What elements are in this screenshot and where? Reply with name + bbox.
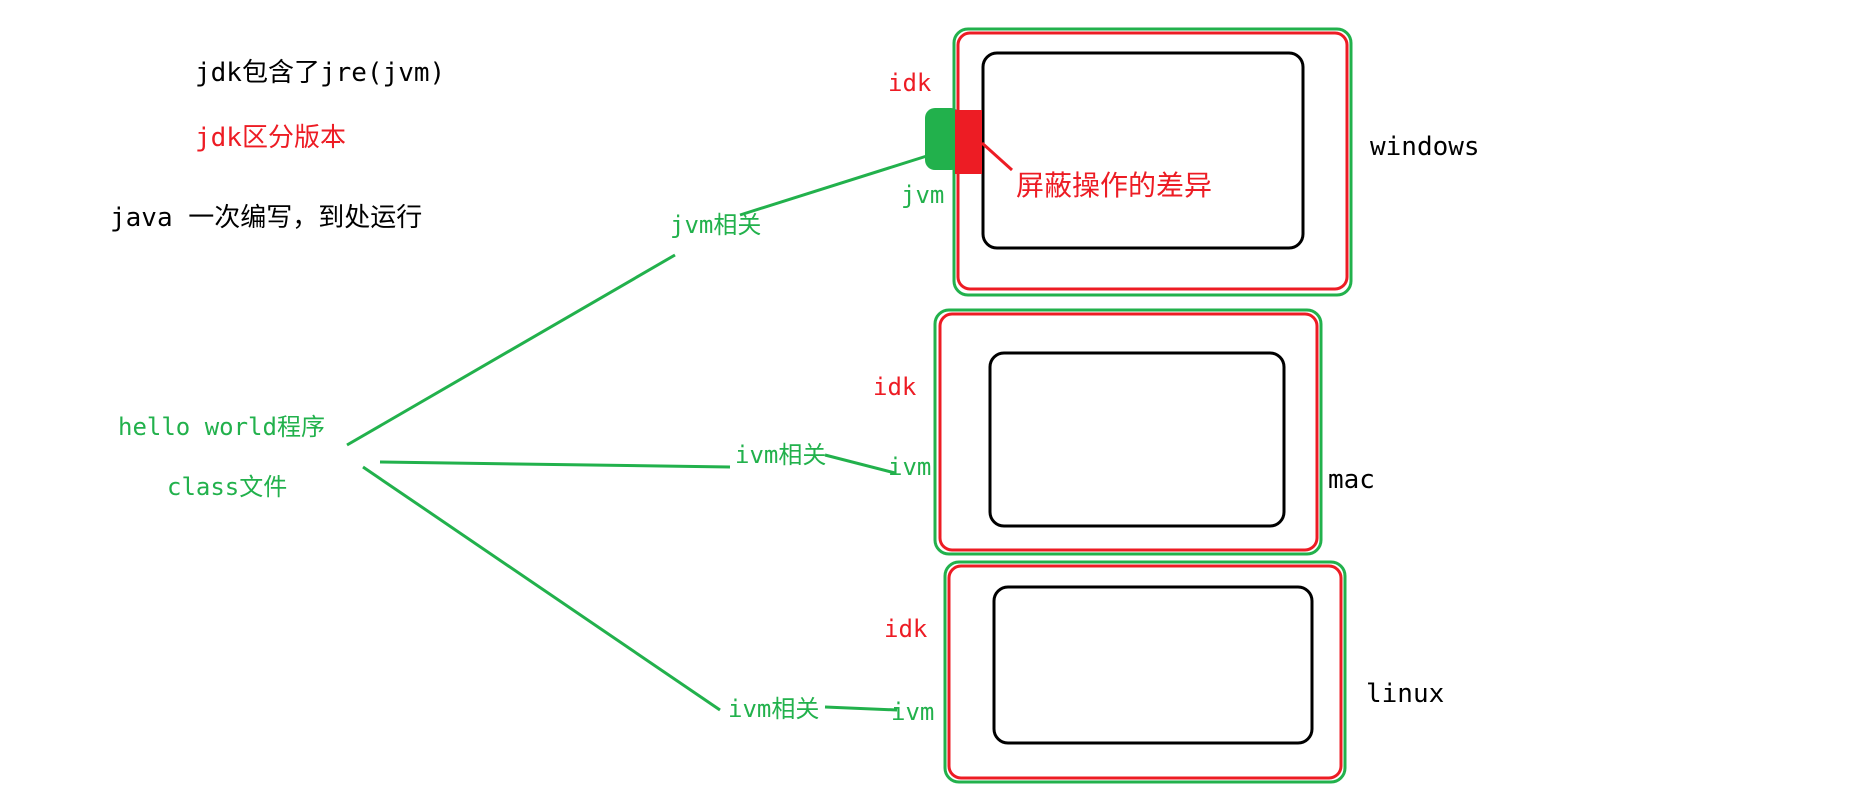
source-class-file-label: class文件 — [167, 473, 288, 501]
linux-jdk-outer-frame — [943, 560, 1347, 784]
os-label-windows: windows — [1370, 132, 1480, 162]
windows-relay-label: jvm相关 — [670, 211, 762, 239]
linux-jvm-label: ivm — [891, 698, 935, 726]
connector-source-to-windows-relay — [346, 253, 676, 447]
mac-jvm-label: ivm — [888, 453, 932, 481]
mac-jdk-label: idk — [873, 373, 917, 401]
source-program-label: hello world程序 — [118, 413, 325, 441]
windows-jvm-green-block — [925, 108, 961, 170]
connector-linux-relay-to-jvm — [824, 705, 898, 712]
windows-jvm-label: jvm — [901, 181, 945, 209]
note-write-once-run-anywhere: java 一次编写，到处运行 — [110, 203, 423, 233]
mac-os-screen — [988, 351, 1286, 528]
connector-source-to-linux-relay — [362, 465, 721, 712]
windows-jre-frame — [956, 31, 1349, 291]
connector-windows-relay-to-jvm — [739, 153, 931, 217]
linux-relay-label: ivm相关 — [728, 695, 820, 723]
os-label-linux: linux — [1366, 679, 1445, 709]
mac-relay-label: ivm相关 — [735, 441, 827, 469]
note-jdk-contains-jre: jdk包含了jre(jvm) — [195, 58, 446, 88]
mac-jre-frame — [938, 312, 1319, 552]
connector-mac-relay-to-jvm — [824, 453, 896, 475]
annotation-shield-os-differences: 屏蔽操作的差异 — [1016, 169, 1213, 202]
linux-os-screen — [992, 585, 1314, 745]
mac-jdk-outer-frame — [933, 308, 1323, 556]
annotation-pointer-line — [980, 141, 1014, 172]
connector-source-to-mac-relay — [379, 460, 731, 469]
note-jdk-versions: jdk区分版本 — [195, 123, 346, 153]
windows-jdk-outer-frame — [952, 27, 1353, 297]
linux-jdk-label: idk — [884, 615, 928, 643]
linux-jre-frame — [947, 564, 1343, 780]
windows-os-screen — [981, 51, 1305, 250]
windows-jdk-label: idk — [888, 69, 932, 97]
os-label-mac: mac — [1328, 465, 1375, 495]
windows-jvm-red-block — [955, 110, 982, 174]
